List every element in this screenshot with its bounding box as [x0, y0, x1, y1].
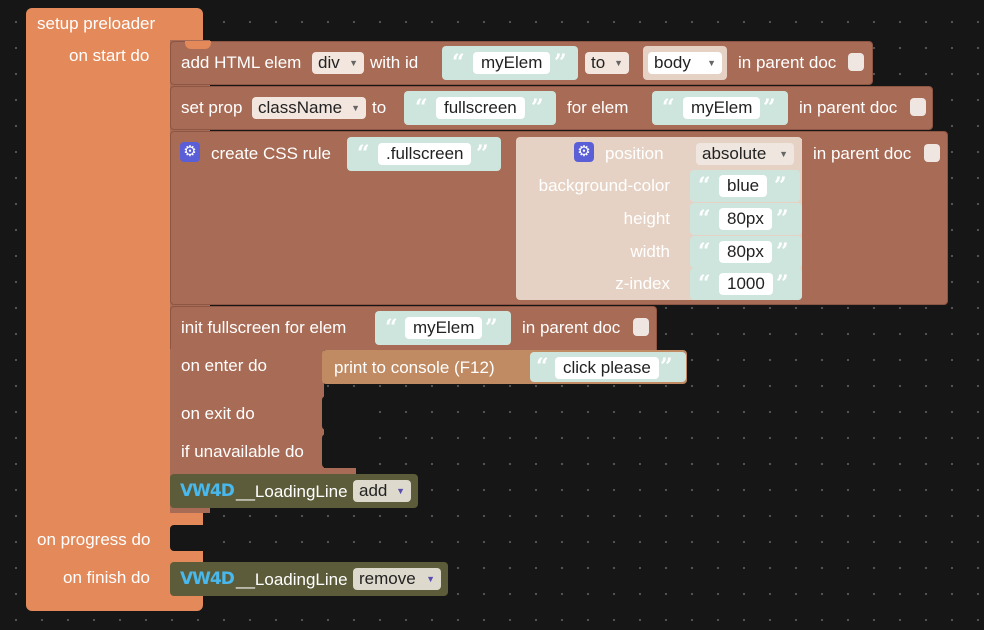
on-exit-slot[interactable] [322, 396, 356, 430]
quote-close-icon: ” [531, 95, 544, 121]
height-label: height [623, 209, 670, 228]
quote-open-icon: “ [662, 95, 675, 121]
quote-close-icon: ” [554, 50, 567, 76]
quote-close-icon: ” [774, 173, 787, 199]
tag-dropdown[interactable]: div ▼ [312, 52, 364, 74]
on-finish-label: on finish do [63, 568, 150, 587]
dropdown-arrow-icon: ▼ [614, 58, 623, 68]
loading-action-value: add [359, 481, 388, 500]
set-prop-label: set prop [181, 98, 243, 117]
quote-close-icon: ” [485, 315, 498, 341]
elem-field[interactable]: myElem [683, 97, 761, 119]
quote-open-icon: “ [385, 315, 398, 341]
fs-elem-field[interactable]: myElem [405, 317, 483, 339]
with-id-label: with id [370, 53, 419, 72]
css-rule-label: create CSS rule [211, 144, 331, 163]
prop-value: className [258, 98, 343, 117]
tag-value: div [318, 53, 340, 72]
selector-field[interactable]: .fullscreen [378, 143, 472, 165]
add-html-in-parent-checkbox[interactable] [848, 53, 864, 71]
preloader-title: setup preloader [37, 14, 156, 33]
prop-dropdown[interactable]: className ▼ [252, 97, 366, 119]
set-prop-to-label: to [372, 98, 387, 117]
dropdown-arrow-icon: ▼ [349, 58, 358, 68]
height-value-field[interactable]: 80px [719, 208, 772, 230]
preloader-divider-2 [170, 551, 203, 561]
quote-open-icon: “ [698, 271, 711, 297]
preloader-progress-slot[interactable] [170, 525, 203, 551]
if-unavailable-slot[interactable] [322, 434, 356, 468]
loading-action-value: remove [359, 569, 416, 588]
set-prop-in-parent-checkbox[interactable] [910, 98, 926, 116]
dropdown-arrow-icon: ▼ [396, 486, 405, 496]
quote-close-icon: ” [660, 354, 673, 380]
dropdown-arrow-icon: ▼ [351, 103, 360, 113]
fs-in-parent-checkbox[interactable] [633, 318, 649, 336]
css-rule-in-parent-checkbox[interactable] [924, 144, 940, 162]
loading-line-name: __LoadingLine [236, 482, 348, 501]
vw4d-logo: VW4D [180, 481, 235, 501]
dropdown-arrow-icon: ▼ [779, 149, 788, 159]
loading-action-dropdown[interactable]: remove ▼ [353, 568, 441, 590]
dropdown-arrow-icon: ▼ [707, 58, 716, 68]
gear-icon[interactable]: ⚙ [180, 142, 200, 162]
position-label: position [605, 144, 664, 163]
init-fullscreen-label: init fullscreen for elem [181, 318, 347, 337]
id-field[interactable]: myElem [473, 52, 551, 74]
quote-open-icon: “ [357, 141, 370, 167]
to-dropdown[interactable]: to ▼ [585, 52, 629, 74]
to-value: to [591, 53, 606, 72]
quote-close-icon: ” [776, 239, 789, 265]
bg-value-field[interactable]: blue [719, 175, 768, 197]
on-start-label: on start do [69, 46, 150, 65]
quote-open-icon: “ [536, 354, 549, 380]
css-rule-in-parent-label: in parent doc [813, 144, 912, 163]
add-html-in-parent-label: in parent doc [738, 53, 837, 72]
quote-open-icon: “ [698, 206, 711, 232]
bg-color-label: background-color [538, 176, 670, 195]
if-unavailable-label: if unavailable do [181, 442, 304, 461]
quote-open-icon: “ [698, 239, 711, 265]
print-text-field[interactable]: click please [555, 357, 659, 379]
dropdown-arrow-icon: ▼ [426, 574, 435, 584]
preloader-divider-1 [170, 513, 203, 525]
value-field[interactable]: fullscreen [436, 97, 525, 119]
on-exit-label: on exit do [181, 404, 255, 423]
add-html-label: add HTML elem [181, 53, 302, 72]
width-label: width [630, 242, 670, 261]
block-notch [185, 41, 211, 49]
quote-close-icon: ” [776, 271, 789, 297]
quote-close-icon: ” [776, 206, 789, 232]
loading-action-dropdown[interactable]: add ▼ [353, 480, 411, 502]
on-progress-label: on progress do [37, 530, 151, 549]
z-value-field[interactable]: 1000 [719, 273, 773, 295]
print-label: print to console (F12) [334, 358, 495, 377]
for-elem-label: for elem [567, 98, 629, 117]
vw4d-logo: VW4D [180, 569, 235, 589]
quote-close-icon: ” [476, 141, 489, 167]
quote-open-icon: “ [698, 173, 711, 199]
quote-open-icon: “ [452, 50, 465, 76]
position-dropdown[interactable]: absolute ▼ [696, 143, 794, 165]
on-enter-label: on enter do [181, 356, 268, 375]
quote-close-icon: ” [763, 95, 776, 121]
init-fullscreen-spine [170, 349, 324, 473]
quote-open-icon: “ [415, 95, 428, 121]
width-value-field[interactable]: 80px [719, 241, 772, 263]
init-fullscreen-bottom [170, 468, 356, 474]
position-value: absolute [702, 144, 767, 163]
z-index-label: z-index [615, 274, 670, 293]
fs-in-parent-label: in parent doc [522, 318, 621, 337]
set-prop-in-parent-label: in parent doc [799, 98, 898, 117]
target-dropdown[interactable]: body ▼ [648, 52, 722, 74]
target-value: body [654, 53, 691, 72]
loading-line-name: __LoadingLine [236, 570, 348, 589]
gear-icon[interactable]: ⚙ [574, 142, 594, 162]
